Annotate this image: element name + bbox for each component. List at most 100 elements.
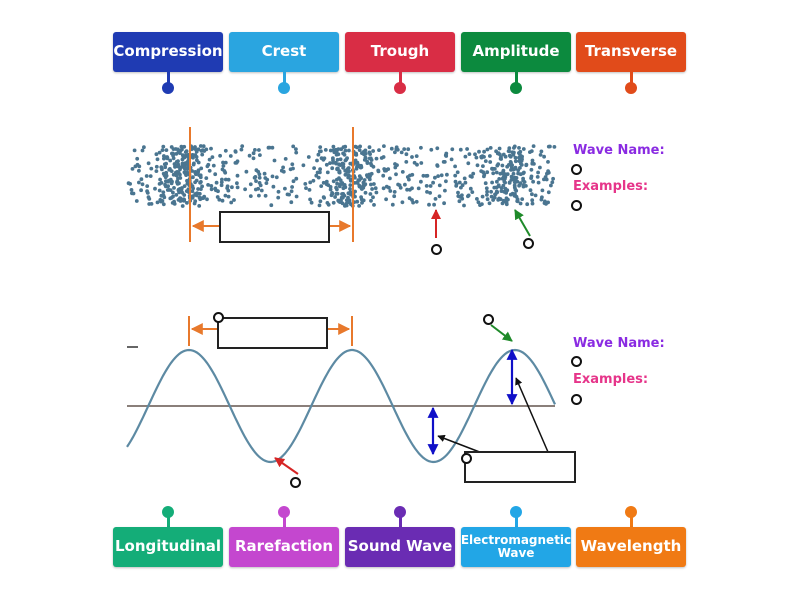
particle bbox=[147, 202, 152, 206]
particle bbox=[489, 194, 494, 199]
wavelength-answer-box-bottom[interactable] bbox=[217, 317, 328, 349]
particle bbox=[134, 199, 139, 203]
particle bbox=[161, 202, 166, 207]
particle bbox=[323, 148, 328, 152]
particle bbox=[348, 161, 353, 166]
particle bbox=[256, 186, 261, 191]
particle bbox=[497, 177, 502, 181]
particle bbox=[501, 172, 506, 177]
particle bbox=[337, 176, 341, 181]
drop-target-examples-1[interactable] bbox=[571, 200, 582, 211]
particle bbox=[239, 147, 244, 152]
particle bbox=[247, 153, 252, 158]
wavelength-answer-box-top[interactable] bbox=[219, 211, 330, 243]
particle bbox=[419, 145, 423, 150]
particle bbox=[515, 199, 520, 204]
particle bbox=[463, 180, 468, 185]
particle bbox=[521, 184, 526, 189]
drop-target-wavelength-bottom[interactable] bbox=[213, 312, 224, 323]
particle bbox=[400, 200, 405, 205]
drop-target-examples-2[interactable] bbox=[571, 394, 582, 405]
particle bbox=[421, 173, 426, 178]
tile-crest[interactable]: Crest bbox=[229, 32, 339, 72]
particle bbox=[529, 176, 533, 181]
particle bbox=[416, 186, 421, 191]
particle bbox=[135, 162, 140, 167]
particle bbox=[384, 168, 388, 173]
trough-pointer-arrow bbox=[274, 457, 299, 475]
particle bbox=[154, 169, 159, 174]
particle bbox=[467, 152, 472, 157]
particle bbox=[328, 148, 333, 153]
particle bbox=[319, 156, 324, 161]
particle bbox=[512, 150, 516, 155]
tile-trough[interactable]: Trough bbox=[345, 32, 455, 72]
particle bbox=[331, 200, 336, 205]
drop-target-wave-name-2[interactable] bbox=[571, 356, 582, 367]
particle bbox=[498, 171, 503, 176]
particle bbox=[316, 152, 321, 157]
amplitude-answer-box[interactable] bbox=[464, 451, 576, 483]
particle bbox=[516, 168, 521, 173]
particle bbox=[258, 183, 263, 188]
particle bbox=[539, 149, 544, 154]
tile-sound-wave[interactable]: Sound Wave bbox=[345, 527, 455, 567]
particle bbox=[410, 198, 414, 202]
particle bbox=[343, 172, 348, 177]
particle bbox=[381, 186, 386, 191]
particle bbox=[171, 147, 176, 152]
tile-transverse[interactable]: Transverse bbox=[576, 32, 686, 72]
drop-target-wave-name-1[interactable] bbox=[571, 164, 582, 175]
particle bbox=[132, 148, 137, 153]
particle bbox=[504, 202, 509, 207]
particle bbox=[453, 179, 458, 184]
particle bbox=[406, 147, 411, 152]
particle bbox=[281, 169, 286, 174]
particle bbox=[130, 167, 135, 171]
particle bbox=[498, 152, 502, 157]
particle bbox=[160, 199, 165, 203]
particle bbox=[183, 161, 188, 166]
particle bbox=[311, 178, 316, 183]
particle bbox=[453, 173, 458, 178]
tile-longitudinal[interactable]: Longitudinal bbox=[113, 527, 223, 567]
particle bbox=[348, 187, 352, 191]
particle bbox=[495, 163, 500, 168]
drop-target-trough[interactable] bbox=[290, 477, 301, 488]
drop-target-rarefaction-top[interactable] bbox=[431, 244, 442, 255]
tile-wavelength[interactable]: Wavelength bbox=[576, 527, 686, 567]
particle bbox=[415, 162, 419, 167]
tile-electromagnetic-wave[interactable]: Electromagnetic Wave bbox=[461, 527, 571, 567]
particle bbox=[362, 178, 367, 182]
particle bbox=[360, 200, 364, 205]
particle bbox=[191, 194, 195, 199]
particle bbox=[330, 191, 334, 195]
particle bbox=[315, 170, 320, 175]
particle bbox=[294, 150, 299, 155]
particle bbox=[514, 194, 519, 199]
particle bbox=[530, 198, 535, 203]
particle bbox=[176, 147, 180, 152]
particle bbox=[328, 187, 333, 192]
particle bbox=[179, 144, 184, 149]
particle bbox=[479, 154, 484, 159]
particle bbox=[502, 179, 507, 184]
particle bbox=[503, 199, 508, 204]
particle bbox=[179, 165, 184, 169]
drop-target-compression-top[interactable] bbox=[523, 238, 534, 249]
particle bbox=[465, 147, 469, 151]
particle bbox=[182, 166, 187, 171]
drop-target-amplitude[interactable] bbox=[461, 453, 472, 464]
tile-rarefaction[interactable]: Rarefaction bbox=[229, 527, 339, 567]
particle bbox=[331, 179, 336, 184]
drop-target-crest[interactable] bbox=[483, 314, 494, 325]
tile-amplitude[interactable]: Amplitude bbox=[461, 32, 571, 72]
particle bbox=[235, 181, 239, 186]
particle bbox=[334, 149, 339, 154]
particle bbox=[254, 168, 259, 173]
particle bbox=[347, 198, 352, 203]
tile-compression[interactable]: Compression bbox=[113, 32, 223, 72]
particle bbox=[485, 193, 489, 197]
particle bbox=[140, 182, 145, 187]
particle bbox=[308, 197, 312, 202]
